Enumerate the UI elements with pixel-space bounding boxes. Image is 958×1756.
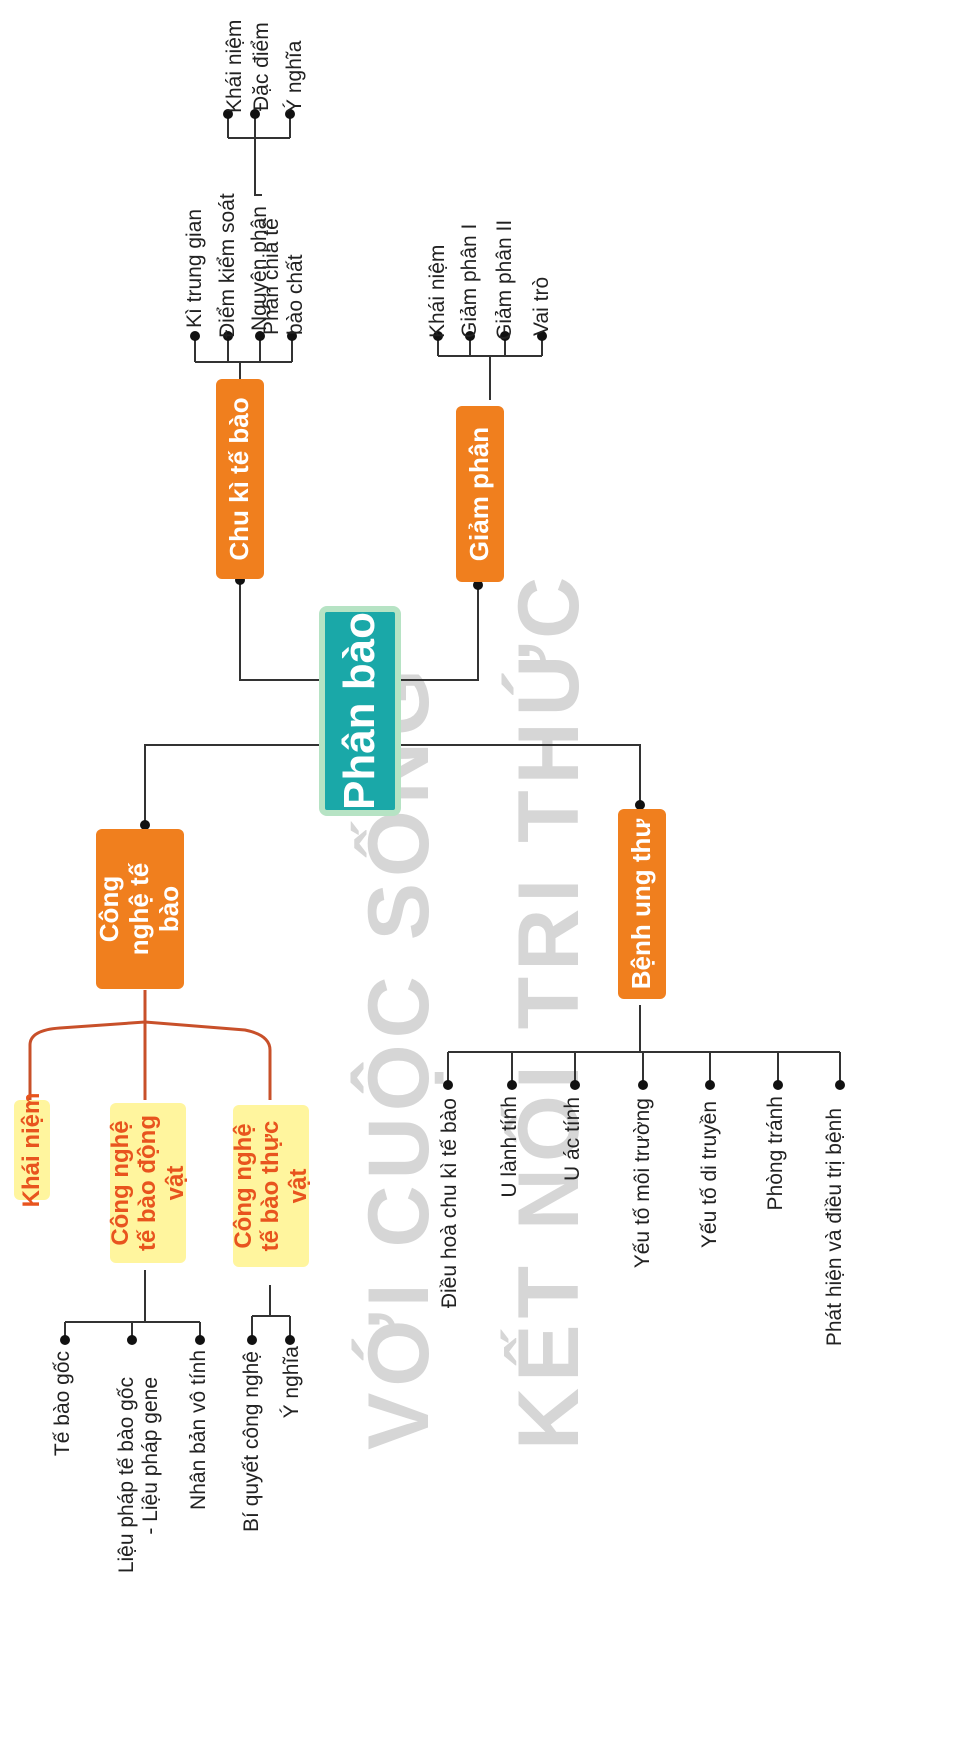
- cn-khai-niem: Khái niệm: [14, 1093, 50, 1207]
- leaf-bi-quyet-cong-nghe: Bí quyết công nghệ: [239, 1351, 263, 1532]
- leaf-gp-giam-phan-2: Giảm phân II: [492, 219, 516, 340]
- leaf-diem-kiem-soat: Điểm kiểm soát: [215, 193, 239, 338]
- leaf-phat-hien: Phát hiện và điều trị bệnh: [822, 1108, 846, 1347]
- branch-giam-phan: Giảm phân: [456, 406, 504, 582]
- leaf-phong-tranh: Phòng tránh: [763, 1096, 787, 1211]
- cn-thuc-vat: Công nghệ tế bào thực vật: [230, 1105, 312, 1267]
- leaf-yeu-to-moi-truong: Yếu tố môi trường: [630, 1098, 654, 1269]
- leaf-lieu-phap: Liệu pháp tế bào gốc - Liệu pháp gene: [115, 1377, 169, 1577]
- leaf-ki-trung-gian: Kì trung gian: [182, 208, 206, 328]
- leaf-phan-chia-te-bao-chat-text: Phân chia tế bào chất: [260, 218, 308, 335]
- leaf-phan-chia-te-bao-chat: Phân chia tế bào chất: [260, 215, 310, 335]
- branch-chu-ki-te-bao: Chu kì tế bào: [216, 379, 264, 579]
- branch-cong-nghe-te-bao: Công nghệ tế bào: [94, 829, 184, 989]
- leaf-yeu-to-di-truyen: Yếu tố di truyền: [697, 1101, 721, 1249]
- leaf-u-ac-tinh: U ác tính: [560, 1097, 584, 1182]
- leaf-gp-khai-niem: Khái niệm: [425, 244, 449, 338]
- leaf-nhan-ban-vo-tinh: Nhân bản vô tính: [186, 1350, 210, 1510]
- leaf-gp-vai-tro: Vai trò: [529, 276, 553, 336]
- cn-thuc-vat-label: Công nghệ tế bào thực vật: [229, 1120, 312, 1252]
- center-node: Phân bào: [319, 606, 401, 816]
- cn-dong-vat-label: Công nghệ tế bào động vật: [106, 1115, 189, 1251]
- leaf-np-y-nghia: Ý nghĩa: [282, 40, 306, 113]
- leaf-dieu-hoa: Điều hoà chu kì tế bào: [437, 1098, 461, 1309]
- leaf-u-lanh-tinh: U lành tính: [497, 1096, 521, 1198]
- branch-cong-nghe-te-bao-label: Công nghệ tế bào: [94, 862, 184, 956]
- cn-dong-vat: Công nghệ tế bào động vật: [107, 1103, 189, 1263]
- leaf-np-dac-diem: Đặc điểm: [249, 22, 273, 111]
- leaf-tv-y-nghia: Ý nghĩa: [279, 1346, 303, 1419]
- leaf-gp-giam-phan-1: Giảm phân I: [457, 223, 481, 338]
- leaf-lieu-phap-text: Liệu pháp tế bào gốc - Liệu pháp gene: [115, 1377, 163, 1574]
- leaf-np-khai-niem: Khái niệm: [222, 19, 246, 113]
- branch-benh-ung-thu: Bệnh ung thư: [618, 809, 666, 999]
- leaf-te-bao-goc: Tế bào gốc: [50, 1351, 74, 1457]
